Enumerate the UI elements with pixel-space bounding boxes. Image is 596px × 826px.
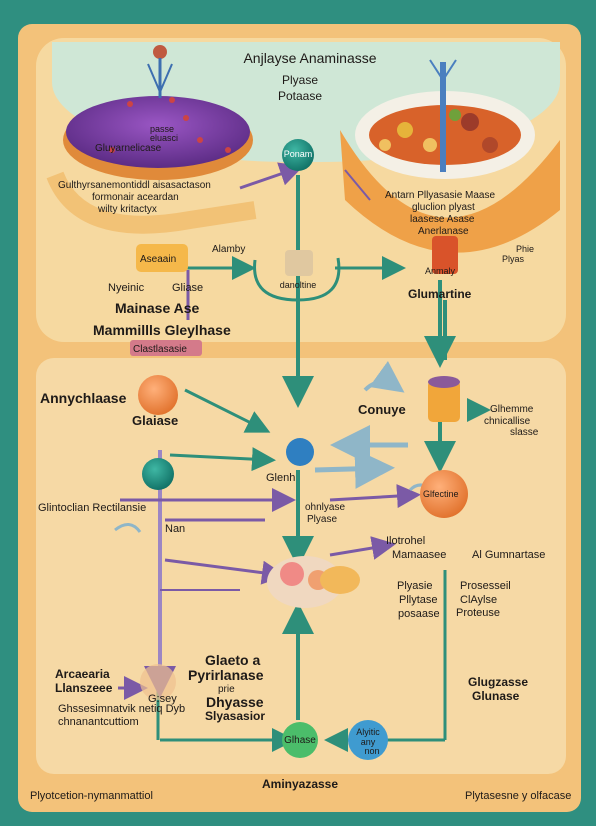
plyas-label: Plyas (502, 254, 525, 264)
algumnartase-label: Al Gumnartase (472, 549, 546, 561)
glhase-label: Glhase (284, 735, 316, 746)
mamaasee-label: Mamaasee (392, 549, 447, 561)
gsey-label: G:sey (148, 693, 177, 705)
alamby-label: Alamby (212, 244, 246, 255)
footer-left: Plyotcetion-nymanmattiol (30, 790, 153, 802)
gliase-label: Gliase (172, 282, 204, 294)
llanszeee-label: Llanszeee (55, 681, 113, 695)
glugzasse-label: Glugzasse (468, 675, 529, 689)
ilotrohel-label: Ilotrohel (386, 535, 426, 547)
right-caption-3: laasese Asase (410, 214, 475, 225)
faded-cell (140, 664, 176, 700)
right-caption-2: gluclion plyast (412, 202, 475, 213)
pllytase-label: Pllytase (399, 594, 438, 606)
subtitle-2: Potaase (277, 89, 323, 103)
right-caption-1: Antarn Pllyasasie Maase (385, 190, 496, 201)
dhyasse-label: Dhyasse (206, 694, 264, 710)
anmaly-jar (432, 236, 458, 274)
glaiase-label: Glaiase (132, 413, 179, 428)
orange-cell-left (138, 375, 178, 415)
alyitic-label: Alyitic (356, 727, 380, 737)
subtitle-1: Plyase (281, 73, 319, 87)
aseaain-box (136, 244, 188, 272)
arcaearia-label: Arcaearia (55, 667, 110, 681)
alyitic-node (348, 720, 388, 760)
non-label: non (364, 746, 380, 756)
clast-label: Clastlasasie (133, 344, 187, 355)
conuye-jar (428, 380, 460, 422)
pyrirlanase-label: Pyrirlanase (188, 667, 264, 683)
left-caption-3: wilty kritactyx (98, 204, 157, 215)
nyeinic-label: Nyeinic (108, 282, 145, 294)
danoltine-cell (285, 250, 313, 276)
anmaly-label: Anmaly (425, 266, 456, 276)
plyasie-label: Plyasie (397, 580, 433, 592)
footer-center: Aminyazasse (261, 777, 339, 791)
glfectine-label: Glfectine (423, 489, 459, 499)
conuye-label: Conuye (358, 402, 406, 417)
claylse-label: ClAylse (460, 594, 498, 606)
prosesseil-label: Prosesseil (460, 580, 511, 592)
right-caption-4: Anerlanase (418, 226, 469, 237)
chnicallise-label: chnicallise (484, 416, 531, 427)
slasse-label: slasse (510, 427, 539, 438)
glunase-label: Glunase (472, 689, 520, 703)
glhase-node (282, 722, 318, 758)
dish-label-1: passe (150, 124, 175, 134)
food-bowl (340, 59, 560, 253)
glhemme-label: Glhemme (490, 404, 534, 415)
diagram-title: Anjlayse Anaminasse (243, 50, 377, 66)
footer-right: Plytasesne y olfacase (465, 790, 572, 802)
chnanantcuttiom-label: chnanantcuttiom (58, 716, 139, 728)
phie-label: Phie (516, 244, 535, 254)
aseaain-label: Aseaain (140, 254, 177, 265)
ponam-label: Ponam (283, 149, 313, 159)
prie-label: prie (218, 684, 235, 695)
teal-node-left (142, 458, 174, 490)
any-label: any (360, 737, 376, 747)
left-caption-2: formonair aceardan (92, 192, 179, 203)
nan-label: Nan (165, 523, 186, 535)
glenh-label: Glenh (266, 472, 296, 484)
mainase-label: Mainase Ase (115, 300, 200, 316)
annychlaase-label: Annychlaase (40, 390, 127, 406)
glfectine-node (420, 470, 468, 518)
danoltine-label: danoltine (279, 280, 317, 290)
plyase-center-label: Plyase (307, 514, 338, 525)
dish-label-3: Gluyarnelicase (95, 143, 162, 154)
dish-label-2: eluasci (150, 133, 179, 143)
mammills-label: Mammillls Gleylhase (93, 322, 231, 338)
clast-bar (130, 340, 202, 356)
proteuse-label: Proteuse (456, 607, 501, 619)
ohnlyase-label: ohnlyase (305, 502, 346, 513)
left-caption-1: Gulthyrsanemontiddl aisasactason (58, 180, 211, 191)
blue-node-center (286, 438, 314, 466)
glintoclian-label: Glintoclian Rectilansie (38, 502, 147, 514)
ponam-node (282, 139, 314, 171)
slyasasior-label: Slyasasior (205, 709, 266, 723)
ghssesimnatvik-label: Ghssesimnatvik netiq Dyb (58, 703, 186, 715)
glumartine-label: Glumartine (408, 287, 472, 301)
posaase-label: posaase (398, 608, 440, 620)
glaeto-label: Glaeto a (205, 652, 261, 668)
purple-dish (63, 45, 253, 180)
